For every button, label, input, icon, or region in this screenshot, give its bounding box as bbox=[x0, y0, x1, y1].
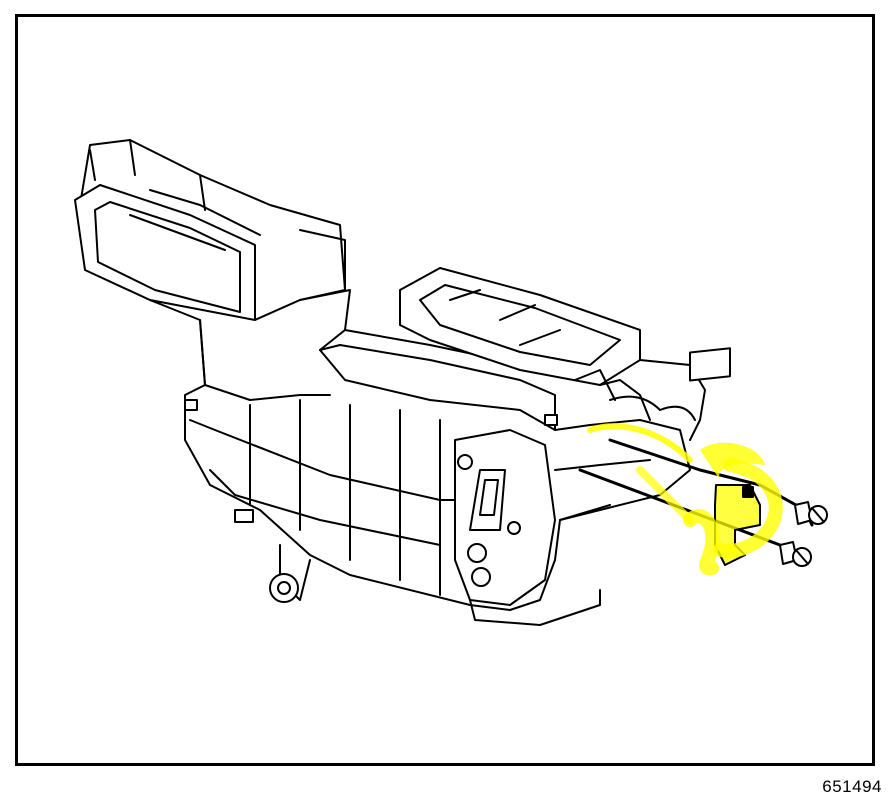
top-air-inlet-icon bbox=[399, 267, 731, 441]
evaporator-case-icon bbox=[149, 289, 691, 626]
front-duct-outlet-icon bbox=[74, 139, 346, 331]
blend-door-actuator-icon bbox=[454, 429, 556, 606]
screw-lower-icon bbox=[779, 541, 812, 567]
figure-number: 651494 bbox=[822, 777, 882, 796]
diagram-frame bbox=[15, 14, 875, 766]
screw-upper-icon bbox=[794, 501, 828, 525]
